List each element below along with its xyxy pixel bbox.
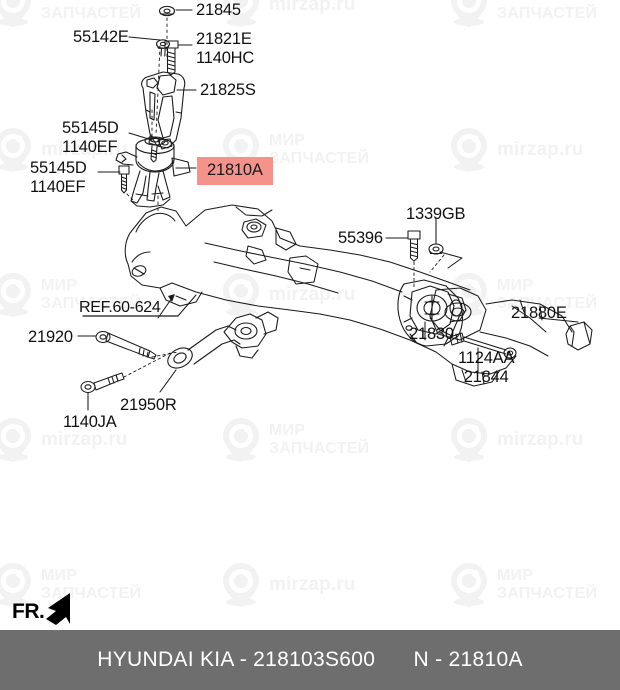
callout-55145d-lower: 55145D 1140EF bbox=[30, 159, 87, 198]
callout-1124aa: 1124AA 21844 bbox=[458, 349, 514, 388]
callout-21830: 21830 bbox=[409, 325, 454, 343]
part-55396-bolt bbox=[407, 230, 421, 262]
leader-1339gb-hook bbox=[439, 251, 463, 269]
part-21821e bbox=[164, 40, 179, 76]
leader-21880e bbox=[538, 317, 579, 323]
callout-21844-line2: 21844 bbox=[463, 368, 509, 387]
callout-21821e-line1: 21821E bbox=[196, 30, 252, 48]
axis-mid bbox=[155, 45, 161, 136]
footer-brand-part: HYUNDAI KIA - 218103S600 bbox=[97, 648, 376, 671]
part-21825s bbox=[141, 71, 186, 150]
callout-1124aa-line1: 1124AA bbox=[458, 349, 515, 367]
callout-1339gb: 1339GB bbox=[406, 205, 466, 223]
axis-1140ja bbox=[123, 351, 173, 378]
callout-55145d-upper-line1: 55145D bbox=[62, 119, 119, 137]
callout-ref-60-624: REF.60-624 bbox=[79, 299, 161, 316]
part-21880e bbox=[565, 321, 593, 351]
callout-21950r: 21950R bbox=[120, 396, 177, 414]
part-21950r bbox=[167, 311, 279, 369]
part-1339gb bbox=[428, 243, 444, 255]
front-direction-arrow-icon bbox=[46, 593, 70, 625]
callout-55145d-lower-line1: 55145D bbox=[30, 159, 87, 177]
part-1140ja-bolt bbox=[80, 372, 125, 394]
callout-21845: 21845 bbox=[196, 1, 241, 19]
footer-caption: HYUNDAI KIA - 218103S600 N - 21810A bbox=[97, 648, 523, 672]
callout-21821e: 21821E 1140HC bbox=[196, 30, 254, 69]
axis-21920 bbox=[151, 351, 179, 358]
callout-55396: 55396 bbox=[338, 229, 383, 247]
axis-1339gb bbox=[429, 254, 445, 273]
callout-1140ef-upper-line2: 1140EF bbox=[62, 138, 118, 157]
part-21845 bbox=[158, 5, 176, 17]
callout-55142e: 55142E bbox=[73, 28, 129, 46]
part-subframe-crossmember bbox=[124, 204, 573, 387]
footer-bar: HYUNDAI KIA - 218103S600 N - 21810A bbox=[0, 630, 620, 690]
callout-21825s: 21825S bbox=[200, 81, 256, 99]
leader-21950r bbox=[159, 369, 177, 393]
part-21830 bbox=[397, 279, 467, 347]
footer-part-ref: N - 21810A bbox=[413, 648, 523, 671]
callout-21880e: 21880E bbox=[511, 304, 567, 322]
part-55145d-lower-bolt bbox=[118, 165, 130, 194]
leader-1124aa-to-mount bbox=[449, 309, 463, 339]
part-55142e bbox=[155, 39, 171, 57]
exploded-parts-drawing bbox=[77, 5, 593, 411]
part-21810a bbox=[115, 136, 191, 208]
ref-arrow-60-624 bbox=[82, 294, 197, 319]
callout-21810a-highlighted: 21810A bbox=[197, 157, 273, 185]
callout-1140hc-line2: 1140HC bbox=[196, 49, 255, 68]
leader-55142e bbox=[128, 36, 161, 41]
part-1124aa-bolt bbox=[449, 332, 517, 359]
callout-55145d-upper: 55145D 1140EF bbox=[62, 119, 119, 158]
callout-21920: 21920 bbox=[28, 328, 73, 346]
callout-1140ef-lower-line2: 1140EF bbox=[30, 178, 86, 197]
part-21920-bolt bbox=[95, 330, 157, 360]
front-direction-label: FR. bbox=[12, 600, 45, 623]
callout-1140ja: 1140JA bbox=[63, 413, 117, 431]
